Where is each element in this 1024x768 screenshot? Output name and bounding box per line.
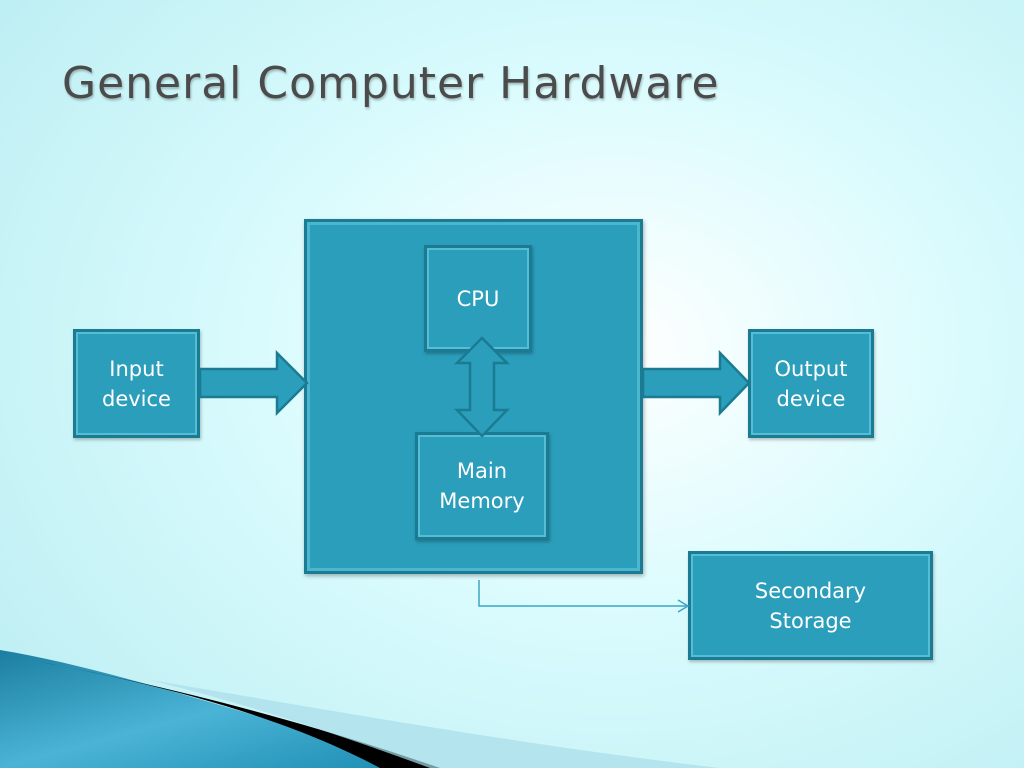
cpu-label: CPU [456,287,500,311]
cpu-memory-double-arrow [453,336,511,438]
secondary-storage-label: Secondary Storage [754,578,867,633]
output-arrow [641,349,751,417]
secondary-storage-box: Secondary Storage [688,551,933,660]
main-memory-box: Main Memory [415,432,549,540]
main-memory-label: Main Memory [439,459,525,513]
cpu-box: CPU [424,245,532,352]
input-device-box: Input device [73,329,200,438]
storage-connector-arrowhead [677,599,690,613]
output-device-label: Output device [774,356,848,411]
input-device-label: Input device [102,356,171,411]
slide-title: General Computer Hardware [62,58,720,109]
storage-connector [478,580,686,607]
input-arrow [198,349,309,417]
output-device-box: Output device [748,329,874,438]
